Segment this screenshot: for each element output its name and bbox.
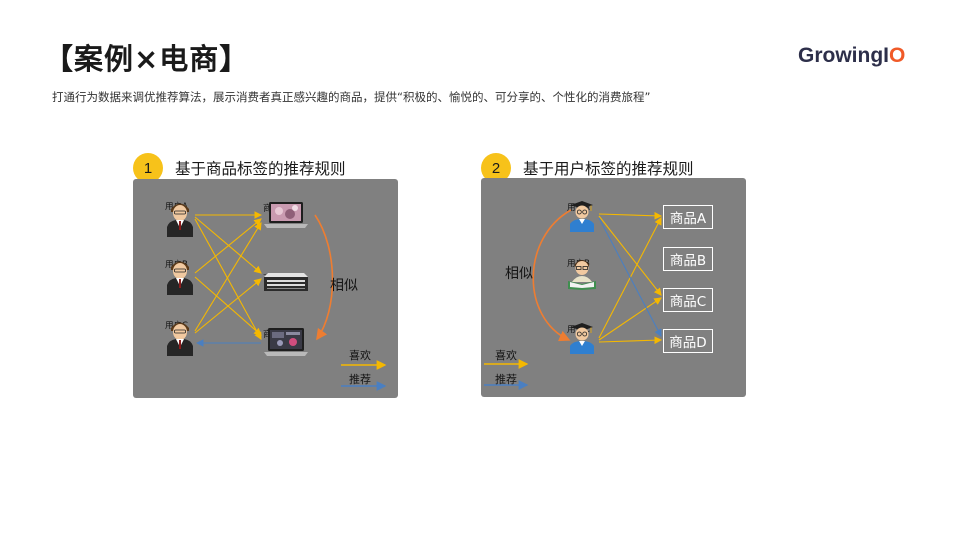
section2-user-c: 用户C [567, 322, 590, 335]
page-subtitle: 打通行为数据来调优推荐算法，展示消费者真正感兴趣的商品，提供“积极的、愉悦的、可… [52, 89, 650, 105]
section1-title: 基于商品标签的推荐规则 [175, 157, 346, 179]
section1-legend-recommend: 推荐 [349, 371, 371, 387]
laptop-icon [263, 327, 309, 357]
section1-user-c: 用户C [165, 318, 188, 331]
logo-accent: O [889, 44, 905, 67]
reader-icon [567, 256, 597, 290]
section1-panel: 用户A 用户B 用户C 商品A [133, 179, 398, 398]
server-icon [263, 271, 309, 293]
section2-user-b: 用户B [567, 256, 590, 269]
section1-product-b: 商品B [263, 271, 286, 284]
section2-legend-recommend: 推荐 [495, 371, 517, 387]
section2-product-a: 商品A [663, 205, 713, 229]
growingio-logo: GrowingIO [798, 44, 905, 68]
section1-product-a: 商品A [263, 201, 286, 214]
section2-product-c: 商品C [663, 288, 713, 312]
section1-legend-like: 喜欢 [349, 347, 371, 363]
section1-user-a: 用户A [165, 199, 188, 212]
section1-product-c: 商品C [263, 327, 286, 340]
page-title: 【案例×电商】 [44, 36, 249, 78]
section2-legend-like: 喜欢 [495, 347, 517, 363]
section2-user-a: 用户A [567, 200, 590, 213]
section2-similar-label: 相似 [505, 263, 533, 283]
laptop-icon [263, 201, 309, 229]
section2-product-d: 商品D [663, 329, 713, 353]
section2-similar-arc [533, 210, 571, 340]
section1-user-b: 用户B [165, 257, 188, 270]
section1-similar-label: 相似 [330, 275, 358, 295]
section2-title: 基于用户标签的推荐规则 [523, 157, 694, 179]
section2-product-b: 商品B [663, 247, 713, 271]
section2-panel: 用户A 用户B 用户C 商品A 商品B 商品C 商品D 相似 喜欢 推荐 [481, 178, 746, 397]
businessman-icon [165, 318, 195, 356]
section1-like-arrows [195, 215, 261, 339]
businessman-icon [165, 257, 195, 295]
businessman-icon [165, 199, 195, 237]
logo-text: GrowingI [798, 44, 889, 67]
graduate-icon [567, 200, 597, 232]
graduate-icon [567, 322, 597, 354]
